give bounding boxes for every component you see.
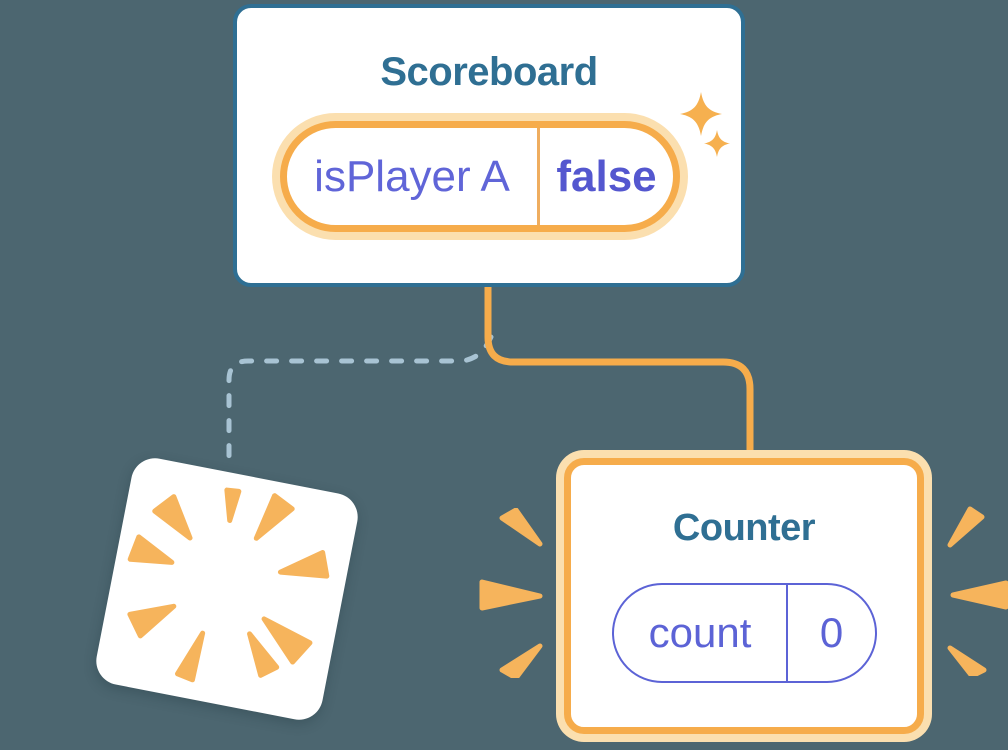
poof-burst-icon — [127, 487, 330, 683]
scoreboard-state-pill: isPlayer A false — [280, 121, 680, 232]
scoreboard-title: Scoreboard — [380, 50, 598, 94]
state-value: 0 — [786, 585, 875, 681]
dashed-connector-line — [226, 334, 494, 473]
emphasis-rays-left-icon — [479, 508, 543, 678]
state-key: count — [648, 609, 752, 656]
scoreboard-card: Scoreboard isPlayer A false — [233, 4, 745, 287]
state-value: false — [537, 128, 673, 225]
counter-state-pill: count 0 — [612, 583, 877, 683]
destroyed-component-card — [92, 454, 362, 724]
active-connector-line — [484, 283, 754, 462]
sparkles-icon — [680, 92, 730, 157]
emphasis-rays-right-icon — [947, 506, 1008, 676]
state-key: isPlayer A — [314, 151, 510, 201]
counter-title: Counter — [672, 507, 816, 549]
counter-card: Counter count 0 — [564, 458, 924, 734]
